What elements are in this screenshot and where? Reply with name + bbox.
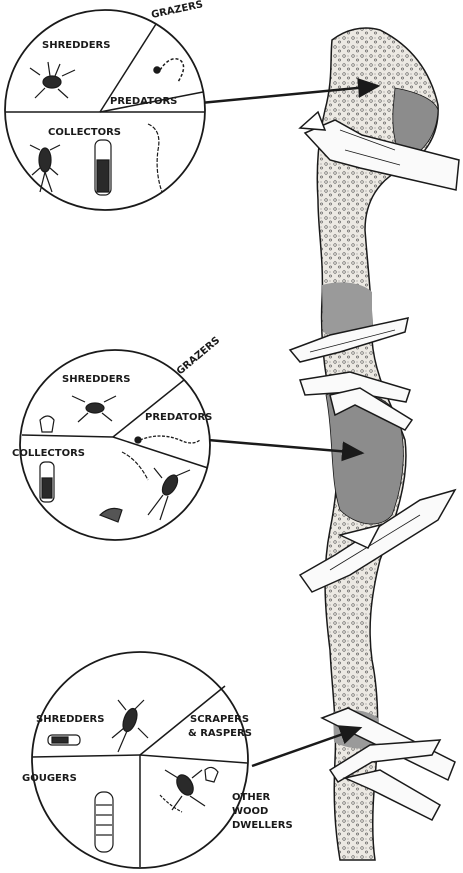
label-grazers: GRAZERS <box>175 335 222 377</box>
label-other-line1: OTHER <box>232 792 271 803</box>
label-collectors: COLLECTORS <box>48 127 121 138</box>
panel-top: SHREDDERS GRAZERS PREDATORS COLLECTORS <box>5 0 205 210</box>
panel-bottom: SHREDDERS SCRAPERS & RASPERS GOUGERS OTH… <box>22 652 293 868</box>
label-other-line2: WOOD <box>232 806 268 817</box>
label-other-line3: DWELLERS <box>232 820 293 831</box>
panel-middle: SHREDDERS GRAZERS PREDATORS COLLECTORS <box>12 335 222 540</box>
label-predators: PREDATORS <box>145 412 212 423</box>
gouger-larva-icon <box>95 792 113 852</box>
label-gougers: GOUGERS <box>22 773 77 784</box>
label-scrapers-line1: SCRAPERS <box>190 714 249 725</box>
label-collectors: COLLECTORS <box>12 448 85 459</box>
case-larva-icon <box>40 416 54 432</box>
label-predators: PREDATORS <box>110 96 177 107</box>
label-grazers: GRAZERS <box>150 0 204 21</box>
case-larva-icon <box>48 735 80 745</box>
label-shredders: SHREDDERS <box>42 40 110 51</box>
label-shredders: SHREDDERS <box>36 714 104 725</box>
case-larva-icon <box>40 462 54 502</box>
label-scrapers-line2: & RASPERS <box>188 728 252 739</box>
label-shredders: SHREDDERS <box>62 374 130 385</box>
case-larva-icon <box>95 140 111 195</box>
